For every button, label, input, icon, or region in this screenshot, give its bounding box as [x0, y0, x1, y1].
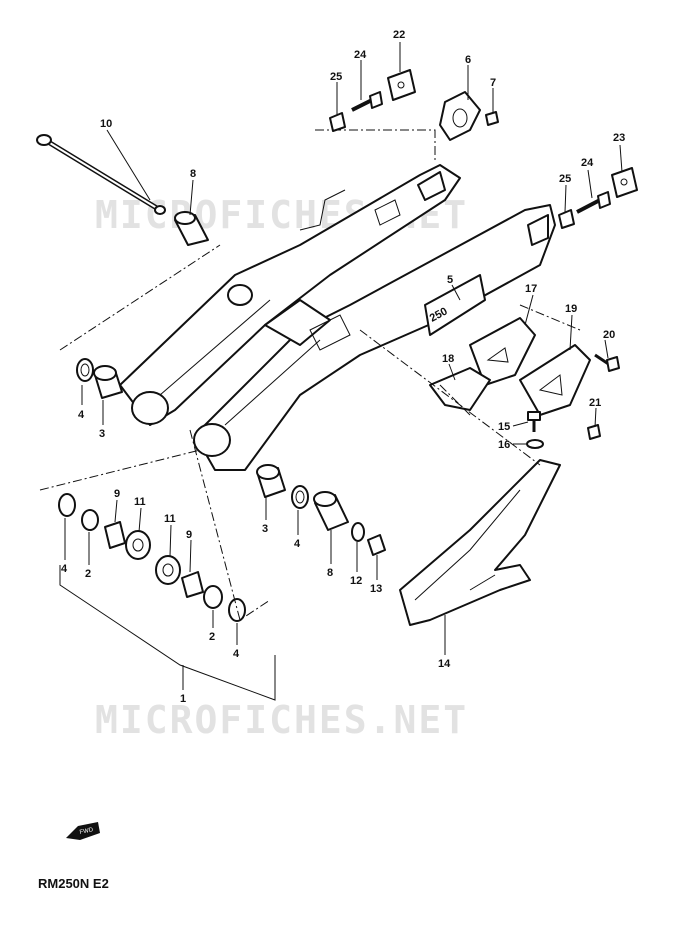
bracket-part-6 [439, 91, 481, 141]
nut-part-13 [367, 534, 386, 556]
bolt-part-24-left [351, 91, 383, 112]
washer-part-16 [526, 439, 544, 449]
callout-6: 6 [465, 54, 471, 66]
callout-24-left: 24 [354, 49, 367, 61]
callout-4-lower-right: 4 [233, 648, 240, 660]
washer-part-12 [351, 522, 365, 542]
callout-17: 17 [525, 283, 537, 295]
callout-25-right: 25 [559, 173, 571, 185]
callout-14: 14 [438, 658, 451, 670]
assembly-centerlines [39, 129, 581, 621]
pivot-shaft-part-10 [36, 134, 166, 215]
callout-15: 15 [498, 421, 510, 433]
bolt-part-20 [594, 353, 620, 372]
callout-19: 19 [565, 303, 577, 315]
plate-part-23 [611, 167, 638, 198]
callout-13: 13 [370, 583, 382, 595]
bolt-part-21 [587, 424, 601, 440]
callout-16: 16 [498, 439, 510, 451]
leader-lines [64, 42, 623, 690]
callout-18: 18 [442, 353, 454, 365]
seal-part-4-left [76, 358, 94, 382]
nut-part-25-left [329, 112, 346, 132]
chain-guide-part-19 [519, 344, 591, 416]
callout-5: 5 [447, 274, 453, 286]
callout-11-left: 11 [134, 496, 146, 508]
bearing-part-3-center [256, 464, 286, 498]
callout-4-left: 4 [78, 409, 85, 421]
callout-12: 12 [350, 575, 362, 587]
model-code-label: RM250N E2 [38, 876, 109, 891]
fwd-arrow-label: FWD [79, 827, 94, 836]
forward-direction-arrow: FWD [66, 822, 100, 840]
callout-11-right: 11 [164, 513, 176, 525]
swingarm-part-5: 250 [119, 164, 556, 471]
callout-1: 1 [180, 693, 186, 705]
callout-25-left: 25 [330, 71, 342, 83]
callout-21: 21 [589, 397, 601, 409]
part-1-grouping-bracket [59, 565, 276, 701]
callout-8-upper: 8 [190, 168, 196, 180]
callout-23: 23 [613, 132, 625, 144]
callout-labels: 22 24 25 6 7 10 8 23 24 25 5 17 19 20 18… [61, 29, 625, 705]
callout-24-right: 24 [581, 157, 594, 169]
callout-20: 20 [603, 329, 615, 341]
bolt-part-15 [527, 411, 541, 432]
plate-part-22 [387, 69, 416, 101]
callout-9-right: 9 [186, 529, 192, 541]
callout-4-center: 4 [294, 538, 301, 550]
bearing-part-3-left [93, 365, 123, 399]
seal-part-4-center [291, 485, 309, 509]
callout-2-right: 2 [209, 631, 215, 643]
nut-part-25-right [558, 209, 575, 229]
chain-buffer-part-14 [399, 459, 561, 626]
bushing-part-8-upper [174, 211, 209, 246]
callout-22: 22 [393, 29, 405, 41]
callout-4-lower-left: 4 [61, 563, 68, 575]
callout-3-left: 3 [99, 428, 105, 440]
bolt-part-24-right [576, 191, 611, 214]
callout-7: 7 [490, 77, 496, 89]
callout-2-left: 2 [85, 568, 91, 580]
callout-8-lower: 8 [327, 567, 333, 579]
spacer-part-8-lower [313, 491, 349, 531]
callout-9-left: 9 [114, 488, 120, 500]
screw-part-7 [485, 111, 499, 126]
guard-part-18 [429, 367, 491, 411]
watermark-bottom: MICROFICHES.NET [95, 698, 468, 742]
callout-10: 10 [100, 118, 112, 130]
callout-3-center: 3 [262, 523, 268, 535]
pivot-hardware-group-part-1 [58, 493, 246, 622]
